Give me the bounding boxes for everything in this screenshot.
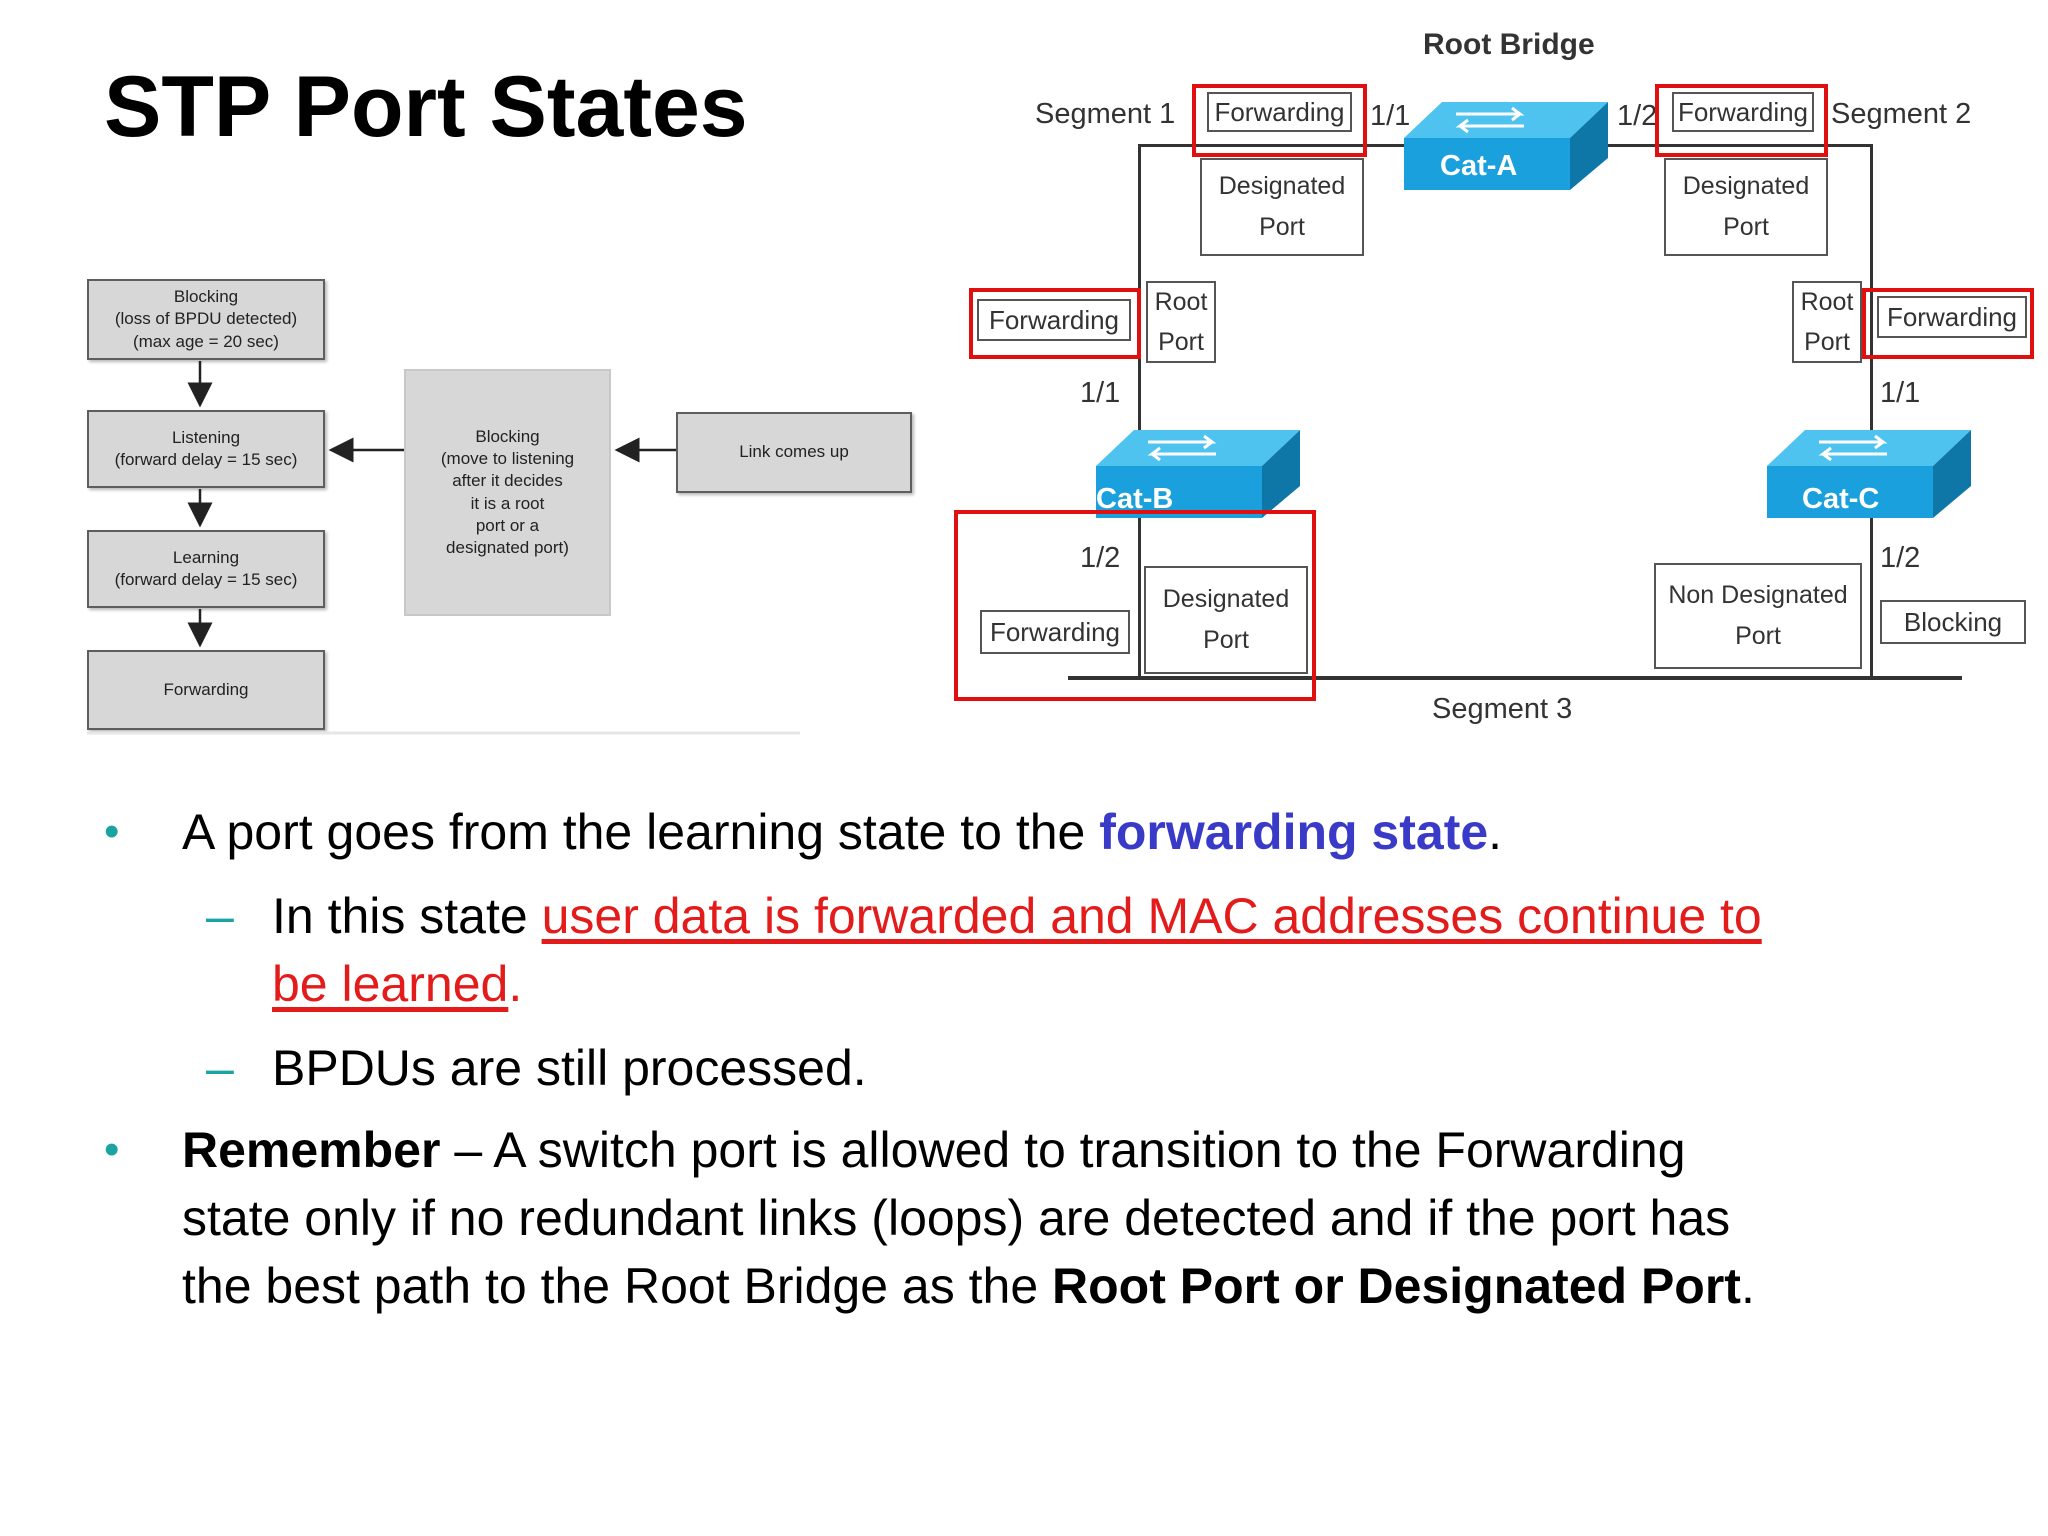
cable-segment2-vertical [1870,144,1873,444]
port-a-2: 1/2 [1617,100,1658,132]
switch-icon-cat-a [1404,102,1608,190]
segment2-label: Segment 2 [1831,98,1972,130]
segment3-label: Segment 3 [1432,693,1573,725]
fc-blocking-move: Blocking (move to listening after it dec… [404,369,611,616]
highlight-b-1 [969,288,1141,359]
forwarding-state-emphasis: forwarding state [1099,804,1489,860]
state-c-1-forwarding: Forwarding [1877,296,2027,338]
state-b-2-forwarding: Forwarding [980,610,1130,654]
bullet-dot: • [104,807,120,856]
fc-listening: Listening (forward delay = 15 sec) [87,410,325,488]
state-b-1-forwarding: Forwarding [977,299,1131,341]
port-c-1: 1/1 [1880,377,1921,409]
cable-b-down [1138,515,1141,677]
sub-bullet-1: In this state user data is forwarded and… [272,888,1762,1012]
sub-bullet-dash: – [206,888,234,944]
highlight-b-2 [954,510,1316,701]
fc-learning: Learning (forward delay = 15 sec) [87,530,325,608]
port-c-2: 1/2 [1880,542,1921,574]
sub-bullet-dash: – [206,1040,234,1096]
highlight-c-1 [1862,288,2034,359]
bullet-1: A port goes from the learning state to t… [182,804,1503,860]
switch-icon-cat-b [1096,430,1300,518]
cat-a-label: Cat-A [1440,150,1518,182]
cat-c-label: Cat-C [1802,483,1880,515]
state-c-2-blocking: Blocking [1880,600,2026,644]
slide-title: STP Port States [104,59,748,155]
state-a-1-forwarding: Forwarding [1207,92,1352,132]
bullet-dot: • [104,1125,120,1174]
highlight-a-2 [1655,84,1828,157]
highlight-a-1 [1192,84,1367,157]
port-b-1: 1/1 [1080,377,1121,409]
fc-forwarding: Forwarding [87,650,325,730]
switch-icon-cat-c [1767,430,1971,518]
segment1-label: Segment 1 [1035,98,1176,130]
state-a-2-forwarding: Forwarding [1672,92,1814,132]
user-data-emphasis-1: user data is forwarded and MAC addresses… [541,888,1762,944]
cable-segment1-top [1138,144,1438,147]
sub-bullet-2: BPDUs are still processed. [272,1040,867,1096]
root-bridge-label: Root Bridge [1423,28,1595,61]
port-b-2: 1/2 [1080,542,1121,574]
fc-blocking-detected: Blocking (loss of BPDU detected) (max ag… [87,279,325,360]
bullet-2: Remember – A switch port is allowed to t… [182,1122,1755,1314]
cable-segment2-top [1572,144,1872,147]
cat-b-label: Cat-B [1096,483,1174,515]
user-data-emphasis-2: be learned [272,956,509,1012]
cable-c-down [1870,515,1873,677]
fc-link-comes-up: Link comes up [676,412,912,493]
cable-segment3 [1068,676,1962,680]
port-a-1: 1/1 [1370,100,1411,132]
